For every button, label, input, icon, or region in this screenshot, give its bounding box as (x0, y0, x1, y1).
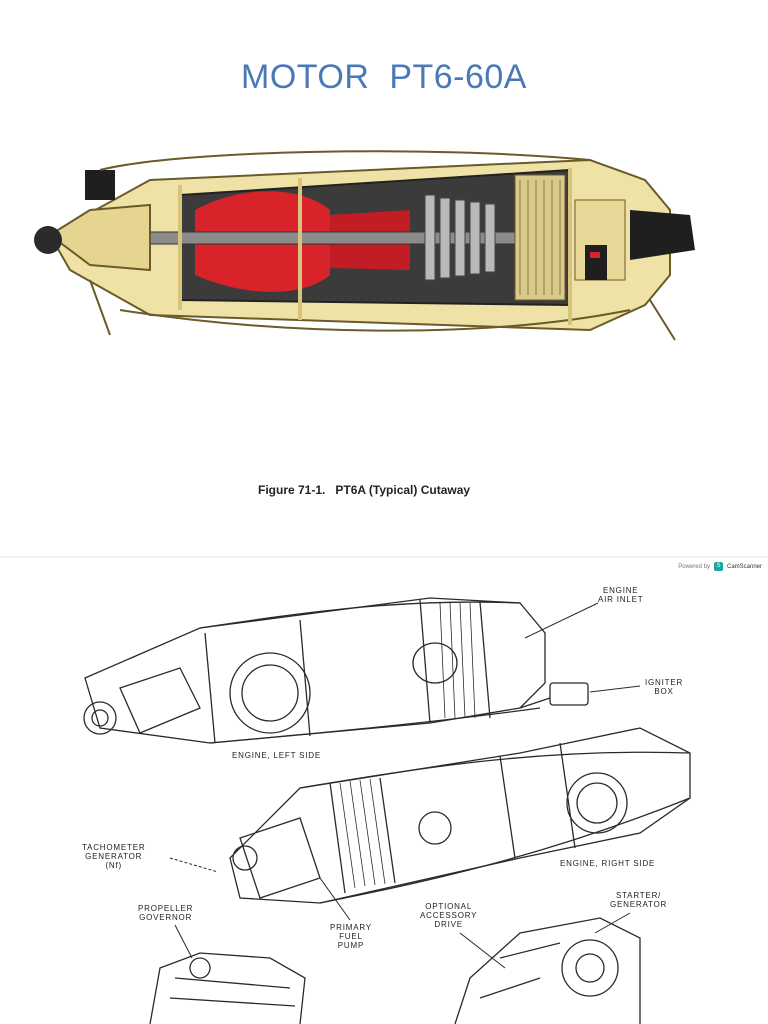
camscanner-brand: CamScanner (726, 563, 762, 570)
callout-propeller-governor: PROPELLER GOVERNOR (138, 904, 194, 922)
callout-primary-fuel-pump: PRIMARY FUEL PUMP (330, 923, 372, 950)
leader-igniter-box (589, 685, 641, 693)
starter-generator-drawing (454, 917, 641, 1024)
accessory-unit (585, 245, 607, 280)
page-bottom-half: ENGINE AIR INLET IGNITER BOX ENGINE, LEF… (0, 558, 768, 1024)
air-inlet-screen (514, 174, 566, 301)
figure-caption: Figure 71-1. PT6A (Typical) Cutaway (258, 483, 471, 497)
camscanner-logo-icon: S (713, 562, 723, 571)
fuel-control-unit (85, 170, 115, 200)
leader-propeller-governor (174, 924, 193, 959)
engine-cutaway-illustration (34, 150, 695, 341)
engine-right-side-drawing (229, 727, 691, 904)
callout-starter-generator: STARTER/ GENERATOR (610, 891, 668, 909)
callout-engine-air-inlet: ENGINE AIR INLET (598, 586, 644, 604)
leader-accessory-drive (459, 932, 506, 969)
page-divider (0, 556, 768, 558)
callout-tachometer-generator: TACHOMETER GENERATOR (Nf) (82, 843, 146, 870)
propeller-governor-drawing (149, 952, 306, 1024)
leader-starter-generator (594, 912, 631, 934)
leader-tachometer (169, 857, 219, 873)
callout-optional-accessory-drive: OPTIONAL ACCESSORY DRIVE (420, 902, 478, 929)
powered-by-label: Powered by (678, 563, 710, 570)
engine-line-drawings (83, 597, 691, 1024)
camscanner-watermark: Powered by S CamScanner (678, 562, 762, 571)
callout-engine-right-side: ENGINE, RIGHT SIDE (560, 859, 656, 868)
page-title: MOTOR PT6-60A (241, 58, 527, 96)
callout-engine-left-side: ENGINE, LEFT SIDE (232, 751, 322, 760)
starter-generator-unit (630, 210, 695, 260)
reduction-gearbox (48, 203, 151, 272)
propeller-flange (34, 226, 62, 254)
page-top-half: MOTOR PT6-60A (34, 58, 695, 497)
engine-left-side-drawing (83, 597, 589, 744)
leader-engine-air-inlet (524, 602, 599, 639)
callout-igniter-box: IGNITER BOX (645, 678, 684, 696)
accessory-unit-red (590, 252, 600, 258)
leader-primary-fuel-pump (319, 877, 351, 921)
compressor-stages (424, 194, 496, 281)
